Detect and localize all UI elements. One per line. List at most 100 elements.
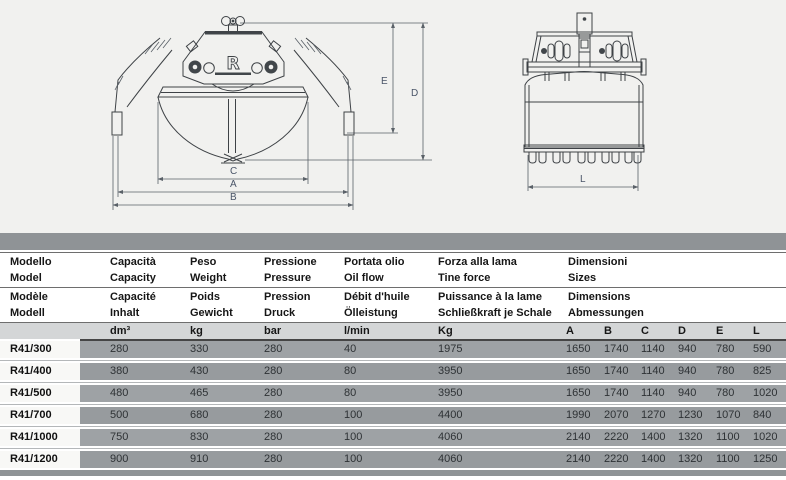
top-frame (522, 31, 647, 81)
col-header-tineforce-en: Tine force (438, 272, 491, 284)
col-header-sizes-it: Dimensioni (568, 256, 628, 268)
bucket-shell (523, 71, 645, 153)
grab-wing-left (111, 37, 173, 136)
unit-pressure: bar (264, 325, 282, 337)
model-name: R41/500 (0, 385, 80, 402)
col-header-model-de: Modell (10, 307, 45, 319)
dim-label-c: C (230, 166, 237, 177)
cell-tineforce: 3950 (428, 363, 558, 380)
cell-weight: 465 (168, 385, 248, 402)
dim-label-e: E (381, 76, 388, 87)
cell-tineforce: 4060 (428, 451, 558, 468)
cell-dim-l: 825 (743, 363, 786, 380)
dim-label-b: B (230, 192, 237, 203)
cell-dim-e: 780 (708, 385, 743, 402)
cell-weight: 830 (168, 429, 248, 446)
unit-dim-b: B (604, 325, 612, 337)
cell-weight: 330 (168, 341, 248, 358)
cell-pressure: 280 (248, 429, 328, 446)
cell-dim-e: 1100 (708, 451, 743, 468)
model-name: R41/400 (0, 363, 80, 380)
cell-dim-b: 1740 (596, 385, 633, 402)
side-view-drawing: L (522, 12, 647, 191)
table-bottom-bar (0, 470, 786, 476)
col-header-weight-en: Weight (190, 272, 227, 284)
cell-dim-c: 1400 (633, 451, 670, 468)
col-header-capacity-en: Capacity (110, 272, 156, 284)
cell-dim-d: 1320 (670, 451, 708, 468)
cell-capacity: 750 (80, 429, 168, 446)
table-row: R41/500 480 465 280 80 3950 1650 1740 11… (0, 385, 786, 402)
cell-dim-b: 2070 (596, 407, 633, 424)
table-row: R41/400 380 430 280 80 3950 1650 1740 11… (0, 363, 786, 380)
cell-dim-e: 1100 (708, 429, 743, 446)
cell-oilflow: 100 (328, 451, 428, 468)
col-header-weight-de: Gewicht (190, 307, 233, 319)
cell-dim-c: 1140 (633, 363, 670, 380)
table-row: R41/700 500 680 280 100 4400 1990 2070 1… (0, 407, 786, 424)
col-header-pressure-en: Pressure (264, 272, 312, 284)
bucket-teeth (528, 152, 642, 164)
table-row: R41/1200 900 910 280 100 4060 2140 2220 … (0, 451, 786, 468)
col-header-pressure-fr: Pression (264, 291, 311, 303)
cell-dim-d: 1230 (670, 407, 708, 424)
cell-capacity: 280 (80, 341, 168, 358)
cell-dim-b: 2220 (596, 451, 633, 468)
cell-dim-c: 1400 (633, 429, 670, 446)
col-header-tineforce-it: Forza alla lama (438, 256, 517, 268)
table-row: R41/300 280 330 280 40 1975 1650 1740 11… (0, 341, 786, 358)
cell-dim-e: 1070 (708, 407, 743, 424)
cell-tineforce: 4060 (428, 429, 558, 446)
cell-weight: 680 (168, 407, 248, 424)
col-header-sizes-de: Abmessungen (568, 307, 644, 319)
model-name: R41/1200 (0, 451, 80, 468)
unit-dim-d: D (678, 325, 686, 337)
cell-dim-b: 2220 (596, 429, 633, 446)
col-header-tineforce-de: Schließkraft je Schale (438, 307, 552, 319)
cell-dim-a: 1650 (558, 341, 596, 358)
col-header-sizes-en: Sizes (568, 272, 597, 284)
col-header-pressure-de: Druck (264, 307, 296, 319)
cell-tineforce: 3950 (428, 385, 558, 402)
cell-capacity: 480 (80, 385, 168, 402)
cell-dim-b: 1740 (596, 363, 633, 380)
model-name: R41/700 (0, 407, 80, 424)
col-header-capacity-de: Inhalt (110, 307, 140, 319)
cell-dim-a: 1650 (558, 385, 596, 402)
brand-logo-letter: R (226, 54, 239, 74)
unit-weight: kg (190, 325, 203, 337)
cell-dim-b: 1740 (596, 341, 633, 358)
cell-dim-l: 840 (743, 407, 786, 424)
unit-capacity: dm³ (110, 325, 131, 337)
cell-pressure: 280 (248, 363, 328, 380)
dim-label-a: A (230, 179, 237, 190)
model-name: R41/1000 (0, 429, 80, 446)
unit-dim-c: C (641, 325, 649, 337)
col-header-sizes-fr: Dimensions (568, 291, 631, 303)
cell-dim-d: 1320 (670, 429, 708, 446)
cell-oilflow: 80 (328, 363, 428, 380)
cell-dim-c: 1140 (633, 341, 670, 358)
cell-oilflow: 40 (328, 341, 428, 358)
cell-pressure: 280 (248, 341, 328, 358)
cell-dim-e: 780 (708, 363, 743, 380)
roller-assembly-right (599, 40, 629, 62)
cell-dim-a: 2140 (558, 429, 596, 446)
col-header-oilflow-en: Oil flow (344, 272, 384, 284)
cell-dim-a: 1990 (558, 407, 596, 424)
unit-oilflow: l/min (344, 325, 370, 337)
cell-dim-l: 1250 (743, 451, 786, 468)
cell-dim-c: 1140 (633, 385, 670, 402)
col-header-weight-it: Peso (190, 256, 217, 268)
col-header-pressure-it: Pressione (264, 256, 317, 268)
unit-dim-e: E (716, 325, 724, 337)
cell-pressure: 280 (248, 407, 328, 424)
col-header-oilflow-fr: Débit d'huile (344, 291, 410, 303)
col-header-oilflow-de: Ölleistung (344, 307, 398, 319)
cell-tineforce: 1975 (428, 341, 558, 358)
table-top-bar (0, 233, 786, 250)
cell-dim-d: 940 (670, 341, 708, 358)
